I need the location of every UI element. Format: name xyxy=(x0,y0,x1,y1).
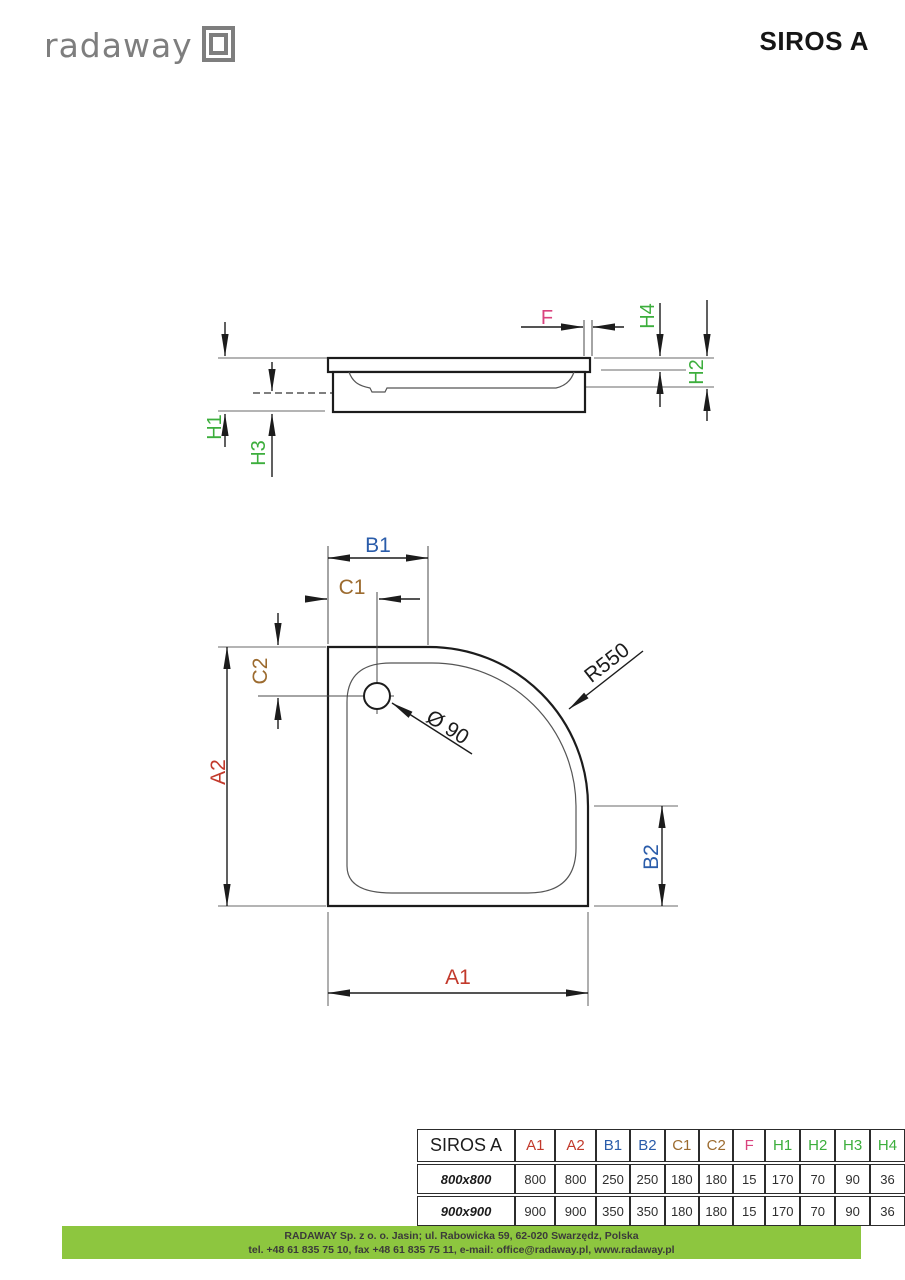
drain-hole xyxy=(363,682,391,710)
table-cell: 90 xyxy=(835,1196,871,1226)
table-header-model: SIROS A xyxy=(417,1129,516,1162)
dim-label-h2: H2 xyxy=(686,359,708,385)
table-cell: 36 xyxy=(870,1196,905,1226)
footer-address: RADAWAY Sp. z o. o. Jasin; ul. Rabowicka… xyxy=(284,1229,639,1242)
table-header-b1: B1 xyxy=(595,1129,631,1162)
table-cell: 36 xyxy=(870,1164,905,1194)
dim-label-b1: B1 xyxy=(365,534,391,557)
table-header-a2: A2 xyxy=(555,1129,596,1162)
table-header-h2: H2 xyxy=(800,1129,836,1162)
table-cell: 800 xyxy=(515,1164,556,1194)
table-header-f: F xyxy=(733,1129,766,1162)
table-cell: 250 xyxy=(595,1164,631,1194)
side-view-drawing: F H1 H3 H4 H2 xyxy=(204,300,714,477)
dim-label-c2: C2 xyxy=(249,658,272,685)
table-cell: 70 xyxy=(800,1196,836,1226)
table-cell: 15 xyxy=(733,1164,766,1194)
table-header-b2: B2 xyxy=(630,1129,665,1162)
table-cell: 170 xyxy=(765,1164,801,1194)
table-cell: 900 xyxy=(515,1196,556,1226)
footer-bar: RADAWAY Sp. z o. o. Jasin; ul. Rabowicka… xyxy=(62,1226,861,1259)
table-cell: 250 xyxy=(630,1164,665,1194)
table-cell: 350 xyxy=(630,1196,665,1226)
dim-label-a2: A2 xyxy=(207,759,230,785)
table-header-c1: C1 xyxy=(664,1129,699,1162)
logo-square-icon xyxy=(201,26,235,62)
radaway-logo: radaway xyxy=(44,26,235,62)
dim-label-a1: A1 xyxy=(445,966,471,989)
table-cell: 90 xyxy=(835,1164,871,1194)
dim-label-c1: C1 xyxy=(339,576,366,599)
page-title: SIROS A xyxy=(759,26,869,56)
dim-label-h3: H3 xyxy=(248,440,270,466)
table-cell: 180 xyxy=(664,1164,699,1194)
table-header-h4: H4 xyxy=(870,1129,905,1162)
technical-drawing: F H1 H3 H4 H2 xyxy=(204,300,714,1006)
table-cell: 170 xyxy=(765,1196,801,1226)
table-row: 900x900 900 900 350 350 180 180 15 170 7… xyxy=(417,1196,905,1226)
dim-label-h4: H4 xyxy=(637,303,659,329)
dimensions-table: SIROS A A1 A2 B1 B2 C1 C2 F H1 H2 H3 H4 … xyxy=(417,1127,905,1228)
dim-label-f: F xyxy=(541,307,553,329)
dim-label-b2: B2 xyxy=(640,844,663,870)
footer-contact: tel. +48 61 835 75 10, fax +48 61 835 75… xyxy=(248,1243,675,1256)
dim-label-h1: H1 xyxy=(204,414,226,440)
table-cell: 15 xyxy=(733,1196,766,1226)
table-header-h3: H3 xyxy=(835,1129,871,1162)
plan-view-drawing: B1 C1 C2 A2 A1 B2 R550 Ø 90 xyxy=(207,534,678,1006)
table-cell: 180 xyxy=(699,1196,734,1226)
table-cell: 70 xyxy=(800,1164,836,1194)
table-cell: 900 xyxy=(555,1196,596,1226)
logo-square-inner-icon xyxy=(208,33,228,55)
logo-text: radaway xyxy=(44,26,193,65)
table-header-h1: H1 xyxy=(765,1129,801,1162)
table-cell-model: 900x900 xyxy=(417,1196,516,1226)
table-cell: 180 xyxy=(664,1196,699,1226)
table-header-a1: A1 xyxy=(515,1129,556,1162)
table-cell-model: 800x800 xyxy=(417,1164,516,1194)
table-header-row: SIROS A A1 A2 B1 B2 C1 C2 F H1 H2 H3 H4 xyxy=(417,1129,905,1162)
table-cell: 180 xyxy=(699,1164,734,1194)
table-cell: 800 xyxy=(555,1164,596,1194)
table-header-c2: C2 xyxy=(699,1129,734,1162)
table-row: 800x800 800 800 250 250 180 180 15 170 7… xyxy=(417,1164,905,1194)
table-cell: 350 xyxy=(595,1196,631,1226)
